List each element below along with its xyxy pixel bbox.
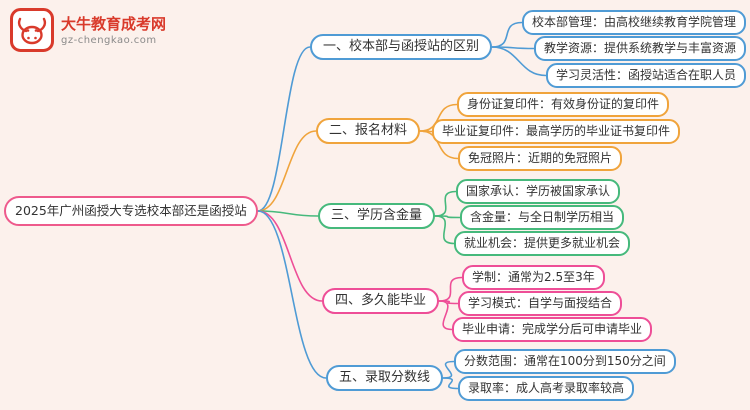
bull-logo-icon <box>10 8 54 52</box>
site-logo: 大牛教育成考网 gz-chengkao.com <box>10 8 166 52</box>
central-topic-node: 2025年广州函授大专选校本部还是函授站 <box>4 196 258 226</box>
leaf-node: 毕业证复印件：最高学历的毕业证书复印件 <box>432 119 681 144</box>
brand-url: gz-chengkao.com <box>61 34 157 46</box>
leaf-node: 含金量：与全日制学历相当 <box>460 205 625 230</box>
brand-name: 大牛教育成考网 <box>61 14 167 33</box>
leaf-node: 录取率：成人高考录取率较高 <box>458 376 635 401</box>
branch-campus-vs-station: 一、校本部与函授站的区别 <box>310 34 493 60</box>
leaf-node: 免冠照片：近期的免冠照片 <box>458 146 623 171</box>
leaf-node: 身份证复印件：有效身份证的复印件 <box>457 92 670 117</box>
leaf-node: 分数范围：通常在100分到150分之间 <box>454 349 676 374</box>
leaf-node: 校本部管理：由高校继续教育学院管理 <box>522 10 747 35</box>
logo-text: 大牛教育成考网 gz-chengkao.com <box>61 15 166 46</box>
leaf-node: 教学资源：提供系统教学与丰富资源 <box>534 36 747 61</box>
leaf-node: 就业机会：提供更多就业机会 <box>454 231 631 256</box>
leaf-node: 学习灵活性：函授站适合在职人员 <box>546 63 747 88</box>
branch-admission-score: 五、录取分数线 <box>326 365 444 391</box>
leaf-node: 学习模式：自学与面授结合 <box>458 291 623 316</box>
branch-degree-value: 三、学历含金量 <box>318 203 436 229</box>
leaf-node: 国家承认：学历被国家承认 <box>456 179 621 204</box>
leaf-node: 学制：通常为2.5至3年 <box>462 265 605 290</box>
branch-enrollment-materials: 二、报名材料 <box>316 118 421 144</box>
leaf-node: 毕业申请：完成学分后可申请毕业 <box>452 317 653 342</box>
branch-graduation-time: 四、多久能毕业 <box>322 288 440 314</box>
